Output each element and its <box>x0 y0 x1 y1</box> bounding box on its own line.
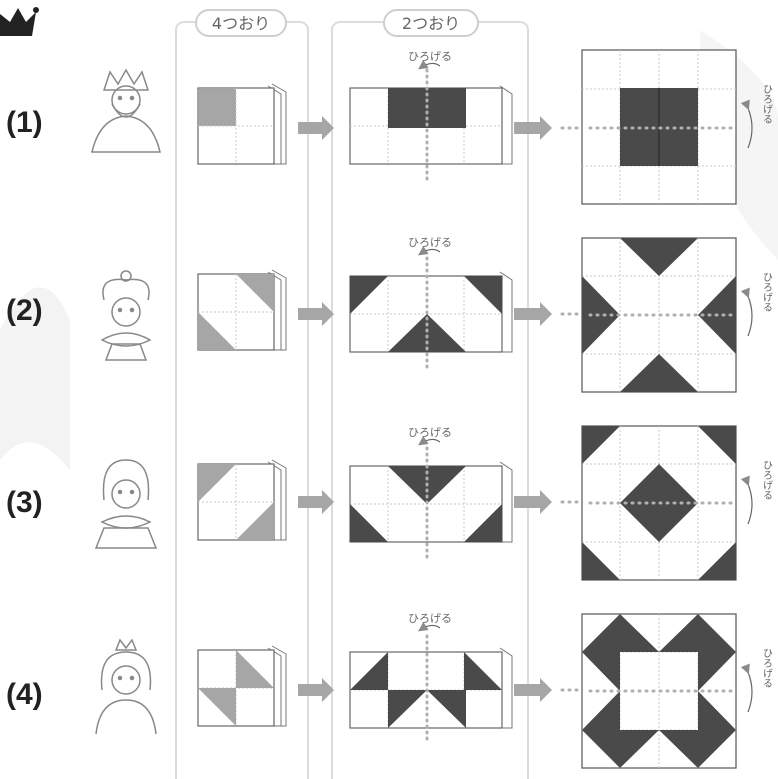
side-unfold: ひろげる <box>748 460 772 524</box>
fold-arrow-icon <box>298 302 334 326</box>
unfolded-result <box>582 614 736 768</box>
two-fold-paper: ひろげる <box>350 236 512 368</box>
unfold-label: ひろげる <box>408 236 452 249</box>
two-fold-paper: ひろげる <box>350 50 512 180</box>
fold-arrow-icon <box>514 302 552 326</box>
four-fold-paper <box>198 270 286 350</box>
prince-illustration <box>96 460 156 548</box>
row-2: (2) ひろげる <box>6 236 772 392</box>
fold-arrow-icon <box>298 678 334 702</box>
unfold-label: ひろげる <box>761 648 772 688</box>
row-label: (4) <box>6 678 43 711</box>
four-fold-paper <box>198 646 286 726</box>
unfold-label: ひろげる <box>761 84 772 124</box>
crown-icon <box>0 7 39 36</box>
two-fold-paper: ひろげる <box>350 426 512 558</box>
fold-arrow-icon <box>514 490 552 514</box>
row-1: (1) ひろげる <box>6 50 772 204</box>
column-label-four-fold: 4つおり <box>196 10 286 36</box>
fold-arrow-icon <box>514 678 552 702</box>
row-label: (3) <box>6 486 43 519</box>
unfold-arrow-icon <box>420 63 440 68</box>
four-fold-paper <box>198 84 286 164</box>
row-4: (4) ひろげる <box>6 612 772 768</box>
unfold-label: ひろげる <box>408 426 452 439</box>
side-unfold: ひろげる <box>748 272 772 336</box>
unfold-arrow-icon <box>420 625 440 630</box>
unfold-label: ひろげる <box>761 460 772 500</box>
unfold-arrow-icon <box>420 249 440 254</box>
king-illustration <box>92 70 160 152</box>
row-3: (3) ひろげる <box>6 426 772 580</box>
fold-arrow-icon <box>514 116 552 140</box>
row-label: (2) <box>6 294 43 327</box>
unfolded-result <box>582 238 736 392</box>
unfold-arrow-icon <box>420 439 440 444</box>
unfolded-result <box>582 426 736 580</box>
four-fold-paper <box>198 460 286 540</box>
fold-arrow-icon <box>298 490 334 514</box>
princess-illustration <box>96 640 156 734</box>
row-label: (1) <box>6 106 43 139</box>
two-fold-paper: ひろげる <box>350 612 512 744</box>
unfold-label: ひろげる <box>761 272 772 312</box>
unfolded-result <box>582 50 736 204</box>
column-label-text: 2つおり <box>402 14 460 33</box>
column-label-two-fold: 2つおり <box>384 10 478 36</box>
queen-illustration <box>102 271 150 360</box>
fold-arrow-icon <box>298 116 334 140</box>
side-unfold: ひろげる <box>748 648 772 712</box>
unfold-label: ひろげる <box>408 612 452 625</box>
unfold-label: ひろげる <box>408 50 452 63</box>
column-label-text: 4つおり <box>212 14 270 33</box>
